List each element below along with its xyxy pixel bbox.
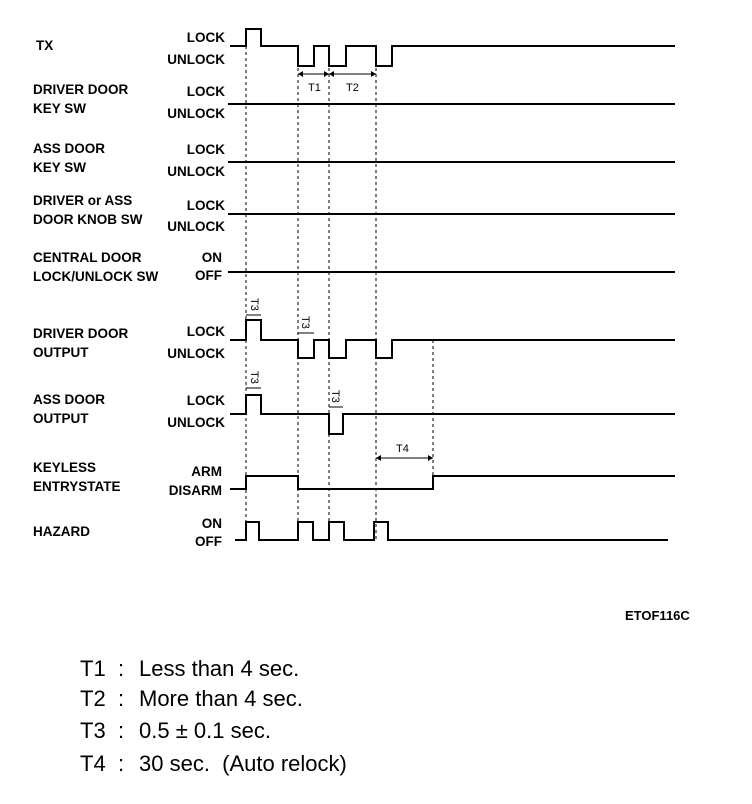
t3-label-driver-2: T3 <box>299 316 311 329</box>
legend-sep-t3: : <box>118 718 124 743</box>
state-ass-key-high: LOCK <box>187 142 225 157</box>
signal-name-ass-door-output-line2: OUTPUT <box>33 411 89 426</box>
state-tx-low: UNLOCK <box>167 52 225 67</box>
signal-name-driver-door-key-sw-line2: KEY SW <box>33 101 86 116</box>
signal-name-tx: TX <box>36 38 53 53</box>
legend-text-t3: 0.5 ± 0.1 sec. <box>139 718 271 743</box>
t3-label-driver-1: T3 <box>248 298 260 311</box>
state-hazard-low: OFF <box>195 534 222 549</box>
guide-lines <box>245 46 434 540</box>
state-ass-out-low: UNLOCK <box>167 415 225 430</box>
state-keyless-high: ARM <box>191 464 222 479</box>
waveform-driver-door-output <box>230 319 675 359</box>
legend-text-t1: Less than 4 sec. <box>139 656 299 681</box>
legend-sep-t1: : <box>118 656 124 681</box>
state-keyless-low: DISARM <box>169 483 222 498</box>
signal-name-knob-sw-line2: DOOR KNOB SW <box>33 212 143 227</box>
legend-sep-t4: : <box>118 751 124 776</box>
state-ass-key-low: UNLOCK <box>167 164 225 179</box>
legend-key-t2: T2 <box>80 686 106 711</box>
figure-code: ETOF116C <box>625 608 690 623</box>
t3-label-ass-1: T3 <box>248 371 260 384</box>
state-knob-low: UNLOCK <box>167 219 225 234</box>
timing-markers: T1 T2 T3 T3 T3 T3 T4 <box>246 71 433 461</box>
signal-name-driver-door-key-sw-line1: DRIVER DOOR <box>33 82 129 97</box>
t2-arrowheads <box>329 71 376 77</box>
signal-name-ass-door-key-sw-line1: ASS DOOR <box>33 141 105 156</box>
signal-name-ass-door-key-sw-line2: KEY SW <box>33 160 86 175</box>
waveform-keyless-entrystate <box>230 475 675 490</box>
signal-name-keyless-line1: KEYLESS <box>33 460 96 475</box>
t4-label: T4 <box>396 443 409 455</box>
legend-key-t3: T3 <box>80 718 106 743</box>
state-knob-high: LOCK <box>187 198 225 213</box>
state-driver-key-high: LOCK <box>187 84 225 99</box>
waveform-tx <box>230 28 675 67</box>
state-labels: LOCK UNLOCK LOCK UNLOCK LOCK UNLOCK LOCK… <box>167 30 225 549</box>
legend-key-t1: T1 <box>80 656 106 681</box>
t3-label-ass-2: T3 <box>329 390 341 403</box>
legend-sep-t2: : <box>118 686 124 711</box>
legend-key-t4: T4 <box>80 751 106 776</box>
signal-name-keyless-line2: ENTRYSTATE <box>33 479 121 494</box>
waveform-ass-door-output <box>230 394 675 435</box>
signal-name-central-sw-line2: LOCK/UNLOCK SW <box>33 269 158 284</box>
state-hazard-high: ON <box>202 516 222 531</box>
legend-text-t2: More than 4 sec. <box>139 686 303 711</box>
signal-names: TX DRIVER DOOR KEY SW ASS DOOR KEY SW DR… <box>33 38 158 539</box>
signal-name-driver-door-output-line2: OUTPUT <box>33 345 89 360</box>
legend-text-t4: 30 sec. (Auto relock) <box>139 751 347 776</box>
state-driver-out-low: UNLOCK <box>167 346 225 361</box>
state-tx-high: LOCK <box>187 30 225 45</box>
t1-label: T1 <box>308 82 321 94</box>
state-central-high: ON <box>202 250 222 265</box>
state-driver-out-high: LOCK <box>187 324 225 339</box>
signal-name-knob-sw-line1: DRIVER or ASS <box>33 193 132 208</box>
timing-legend: T1 : Less than 4 sec. T2 : More than 4 s… <box>80 656 347 776</box>
signal-name-driver-door-output-line1: DRIVER DOOR <box>33 326 129 341</box>
signal-name-ass-door-output-line1: ASS DOOR <box>33 392 105 407</box>
t2-label: T2 <box>346 82 359 94</box>
state-driver-key-low: UNLOCK <box>167 106 225 121</box>
waveform-hazard <box>235 521 668 541</box>
signal-name-central-sw-line1: CENTRAL DOOR <box>33 250 142 265</box>
waveforms <box>228 28 675 541</box>
signal-name-hazard: HAZARD <box>33 524 90 539</box>
state-ass-out-high: LOCK <box>187 393 225 408</box>
state-central-low: OFF <box>195 268 222 283</box>
